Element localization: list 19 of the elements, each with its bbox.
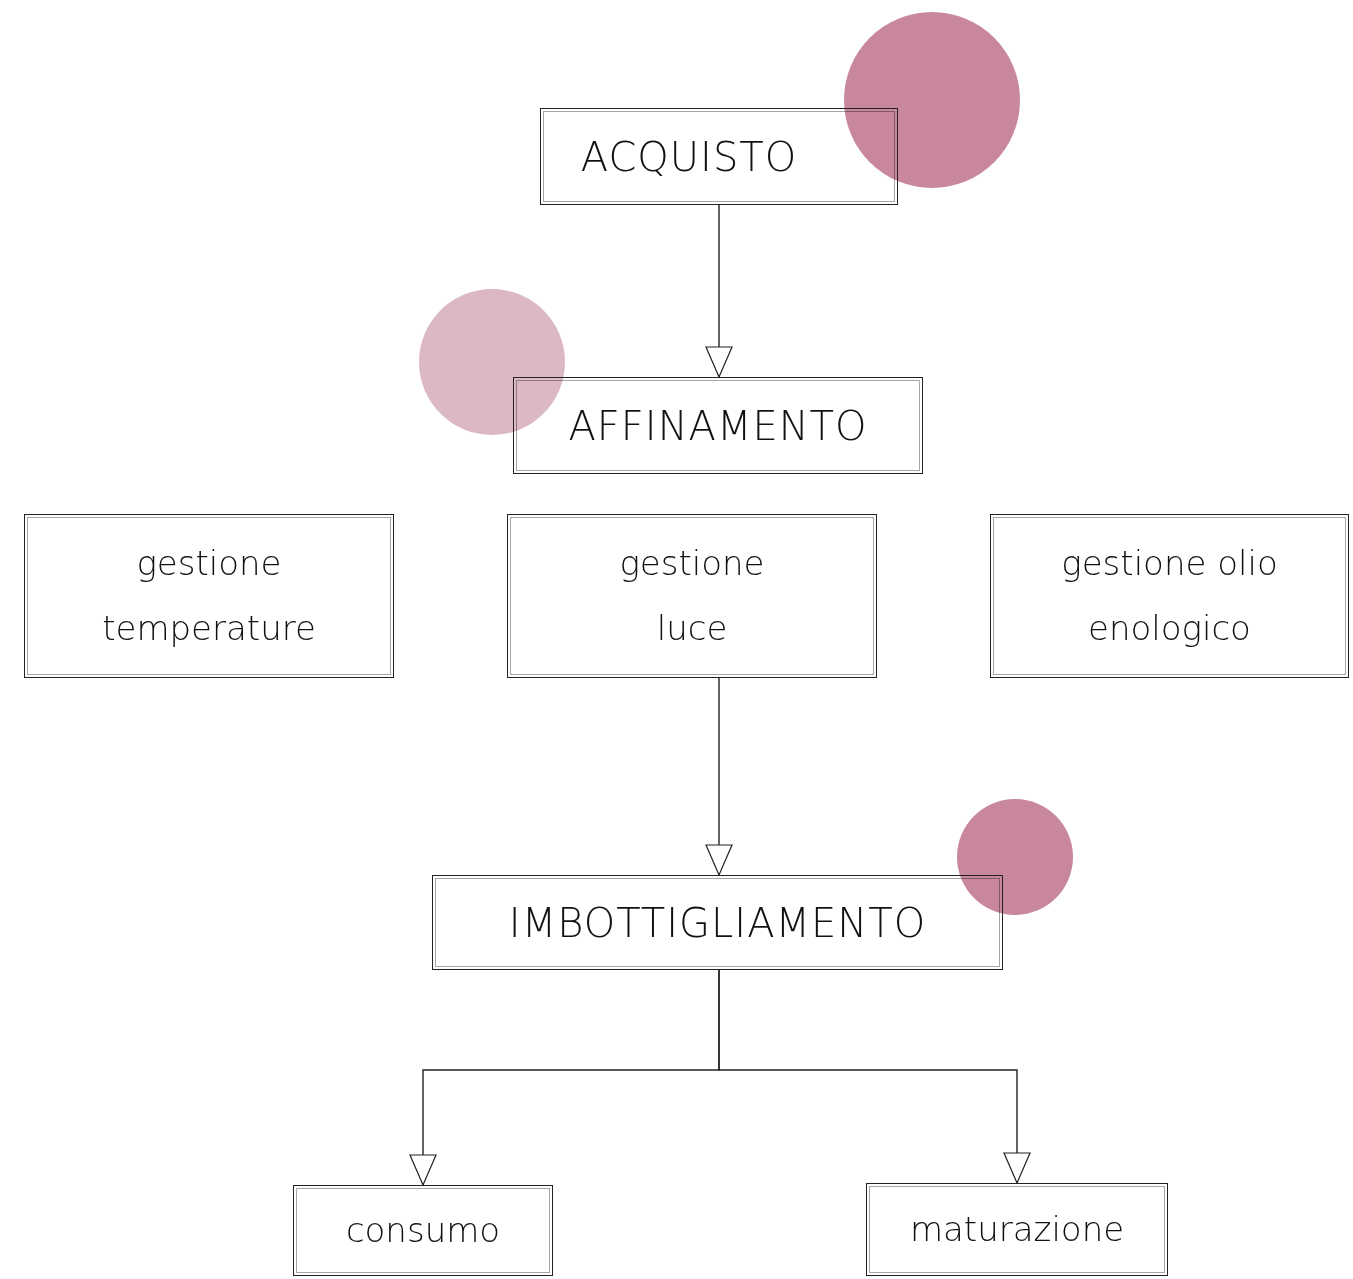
process-box: [513, 377, 923, 474]
node-label: gestione temperature: [101, 542, 317, 650]
node-label: IMBOTTIGLIAMENTO: [507, 898, 928, 948]
arrow: [705, 677, 733, 876]
outcome-box: [866, 1183, 1168, 1276]
node-label: AFFINAMENTO: [567, 401, 869, 451]
node-label: maturazione: [908, 1208, 1126, 1252]
node-label: consumo: [344, 1209, 502, 1253]
process-box: [432, 875, 1003, 970]
task-box: [990, 514, 1349, 678]
outcome-box: [293, 1185, 553, 1276]
task-box: [507, 514, 877, 678]
task-box: [24, 514, 394, 678]
arrow: [718, 969, 1031, 1184]
arrow: [705, 204, 733, 378]
process-box: [540, 108, 898, 205]
node-label: gestione olio enologico: [1060, 542, 1279, 650]
node-label: gestione luce: [618, 542, 766, 650]
node-label: ACQUISTO: [579, 132, 799, 182]
